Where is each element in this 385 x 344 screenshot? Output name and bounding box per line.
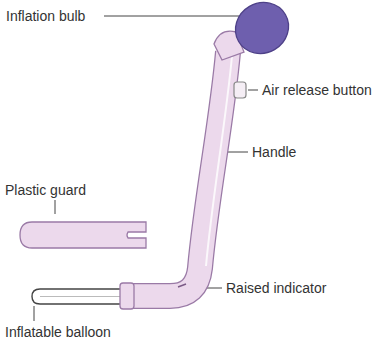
part-label: Inflatable balloon [5, 324, 111, 340]
handle-outline [132, 52, 228, 296]
inflation-bulb [226, 0, 298, 63]
leader-lines [34, 16, 258, 321]
plastic-guard [20, 222, 146, 248]
inflatable-balloon [32, 289, 124, 304]
connector-cuff [120, 283, 134, 309]
part-label: Raised indicator [226, 280, 326, 296]
part-label: Handle [252, 144, 296, 160]
handle-highlight [206, 56, 232, 266]
part-label: Plastic guard [5, 182, 86, 198]
balloon-tube [40, 296, 120, 297]
handle [132, 52, 228, 296]
part-label: Inflation bulb [6, 8, 85, 24]
air-release-button [234, 82, 246, 98]
part-label: Air release button [262, 82, 372, 98]
raised-indicator [178, 284, 186, 287]
